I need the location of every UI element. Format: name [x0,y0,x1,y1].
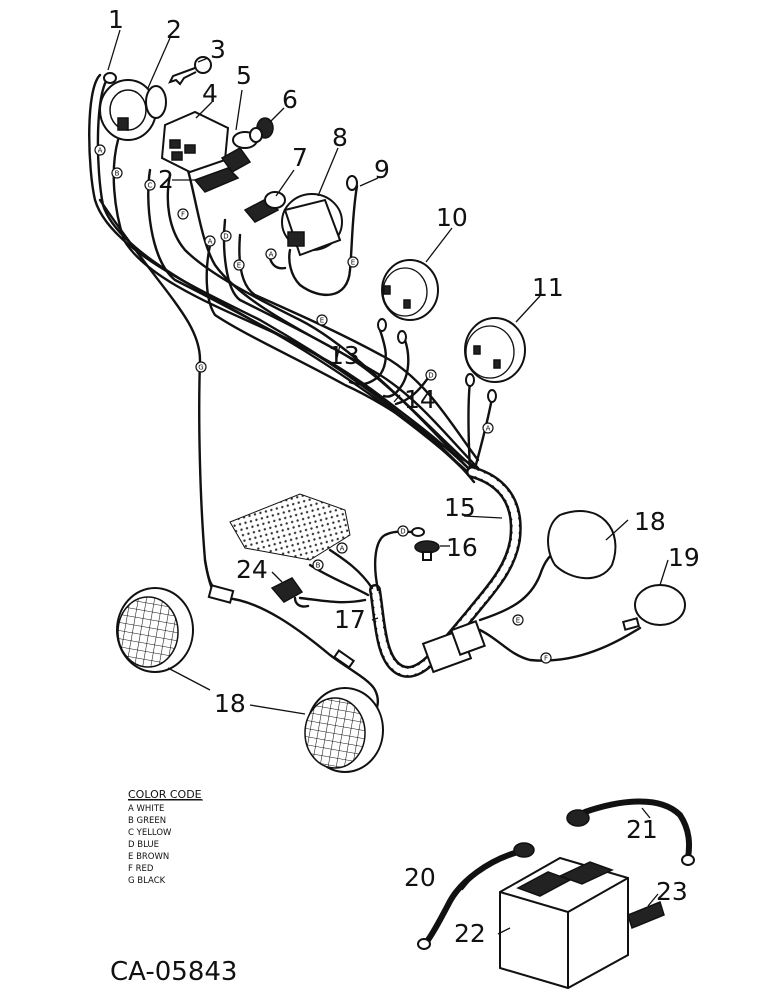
legend-item: C YELLOW [128,828,172,838]
callout-20: 20 [404,863,436,892]
svg-text:F: F [544,655,548,663]
color-code-legend: COLOR CODE A WHITE B GREEN C YELLOW D BL… [128,788,203,886]
work-light-left-18 [116,587,194,673]
callout-18-work: 18 [214,689,246,718]
mounting-plate [229,493,351,561]
legend-item: B GREEN [128,816,166,826]
callout-14: 14 [404,385,436,414]
component-switch-block [160,110,230,174]
callout-3: 3 [210,35,226,64]
component-pilot-light-6 [249,117,274,143]
wire-terminals [103,72,497,537]
wire-color-tags: A B C D E F G A E A E D A E F A B D [94,144,552,664]
svg-text:G: G [198,364,203,372]
wire-tag-a5: A [336,542,348,554]
wire-tag-e3: E [316,314,328,326]
svg-text:E: E [237,262,241,270]
legend-item: A WHITE [128,804,164,814]
legend-item: F RED [128,864,154,874]
svg-text:E: E [516,617,520,625]
wire-tag-d: D [220,230,232,242]
component-gauge-11 [464,317,526,383]
callout-21: 21 [626,815,658,844]
component-16 [414,540,440,561]
wire-tag-e2: E [347,256,359,268]
callout-17: 17 [334,605,366,634]
svg-text:D: D [428,372,433,380]
battery-cable-20 [417,842,535,950]
wire-tag-a2: A [204,235,216,247]
legend-title: COLOR CODE [128,788,202,801]
wire-tag-f: F [177,208,189,220]
callout-18-rear: 18 [634,507,666,536]
svg-text:A: A [98,147,103,155]
wire-tag-e: E [233,259,245,271]
wire-tag-a4: A [482,422,494,434]
wire-tag-d3: D [397,525,409,537]
battery-22 [499,856,629,990]
callout-numbers: 1 2 3 4 5 6 2 7 8 9 10 11 13 14 15 16 17… [108,5,700,948]
svg-text:E: E [320,317,324,325]
wire-tag-f2: F [540,652,552,664]
callout-15: 15 [444,493,476,522]
wire-tag-e4: E [512,614,524,626]
work-light-right-18 [304,687,384,773]
component-switch-2b [193,167,240,193]
wire-tag-b2: B [312,559,324,571]
callout-8: 8 [332,123,348,152]
svg-text:B: B [316,562,321,570]
svg-text:F: F [181,211,185,219]
battery-bracket-23 [627,900,665,930]
wire-tag-g: G [195,361,207,373]
work-light-wiring [203,558,380,717]
leader-lines [107,29,669,935]
callout-23: 23 [656,877,688,906]
svg-text:A: A [340,545,345,553]
component-switch-7 [243,191,286,223]
component-gauge-10 [381,259,439,321]
callout-1: 1 [108,5,124,34]
component-gauge-8 [281,193,343,257]
callout-22: 22 [454,919,486,948]
svg-text:C: C [148,182,153,190]
callout-4: 4 [202,79,218,108]
legend-item: E BROWN [128,852,169,862]
wire-tag-d2: D [425,369,437,381]
svg-text:A: A [486,425,491,433]
callout-19: 19 [668,543,700,572]
callout-11: 11 [532,273,564,302]
wire-tag-a: A [94,144,106,156]
svg-text:D: D [223,233,228,241]
callout-6: 6 [282,85,298,114]
component-24 [270,577,310,608]
svg-text:A: A [269,251,274,259]
callout-10: 10 [436,203,468,232]
rear-light-18 [547,510,617,580]
svg-text:B: B [115,170,120,178]
figure-id: CA-05843 [110,957,237,987]
wire-tag-a3: A [265,248,277,260]
callout-16: 16 [446,533,478,562]
rear-light-19 [621,584,686,631]
component-ammeter [99,79,167,141]
callout-7: 7 [292,143,308,172]
legend-item: D BLUE [128,840,159,850]
svg-text:A: A [208,238,213,246]
battery-cable-21 [566,798,695,866]
callout-13: 13 [328,341,360,370]
lower-harness [298,466,642,678]
callout-24: 24 [236,555,268,584]
wire-tag-c: C [144,179,156,191]
callout-9: 9 [374,155,390,184]
svg-text:E: E [351,259,355,267]
callout-2: 2 [166,15,182,44]
wire-tag-b: B [111,167,123,179]
callout-5: 5 [236,61,252,90]
svg-text:D: D [400,528,405,536]
callout-2b: 2 [158,165,174,194]
legend-item: G BLACK [128,876,166,886]
